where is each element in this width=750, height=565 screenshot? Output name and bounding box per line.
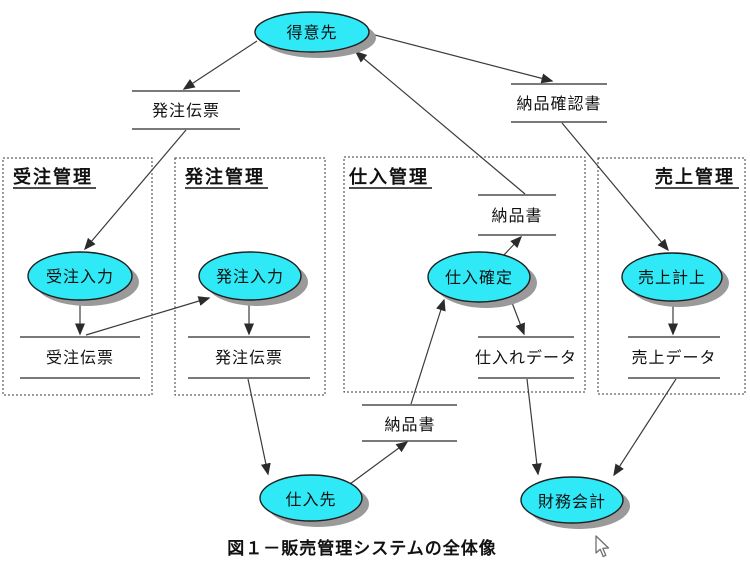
section-sales-mgmt-label: 売上管理 [655,166,735,188]
section-procurement-mgmt-border [343,156,586,393]
entity-customer-label: 得意先 [286,23,337,42]
process-purchase-order-entry: 発注入力 [198,251,308,306]
store-label: 受注伝票 [46,348,114,367]
section-order-mgmt-label: 受注管理 [13,166,93,188]
process-purchase-fix: 仕入確定 [427,251,537,308]
section-sales-mgmt: 売上管理 [597,157,746,395]
section-sales-mgmt-border [597,157,746,395]
entity-finance: 財務会計 [520,476,630,529]
store-delivery-note-lower: 納品書 [362,404,457,442]
flow-supplier-to-deliverynote [349,441,409,485]
store-delivery-note-upper: 納品書 [478,194,556,236]
store-label: 売上データ [631,348,716,367]
entity-supplier: 仕入先 [259,474,369,527]
entity-supplier-label: 仕入先 [285,490,336,509]
flow-customer-to-confirmation [370,33,554,84]
section-order-mgmt-border [2,157,153,396]
process-sales-posting-label: 売上計上 [638,268,706,287]
flow-customer-to-orderslip [182,40,258,90]
store-label: 納品書 [384,415,435,434]
entity-finance-label: 財務会計 [538,492,606,511]
flow-salesdata-to-finance [613,378,677,477]
section-procurement-mgmt: 仕入管理 [343,156,586,393]
store-label: 仕入れデータ [475,348,577,367]
store-label: 納品確認書 [516,94,601,113]
entity-supplier-ellipse [259,474,363,522]
process-purchase-order-entry-ellipse [198,251,302,301]
flow-purchasedata-to-finance [526,378,542,476]
store-sales-data: 売上データ [628,336,720,379]
process-sales-posting-ellipse [621,252,723,302]
entity-customer-ellipse [254,11,370,53]
store-order-slip-from-customer: 発注伝票 [132,90,240,130]
store-label: 納品書 [491,206,542,225]
store-label: 発注伝票 [152,101,220,120]
process-order-entry: 受注入力 [27,251,139,306]
process-order-entry-ellipse [27,251,133,301]
process-purchase-order-entry-label: 発注入力 [216,267,284,286]
section-purchase-order-mgmt-label: 発注管理 [184,166,265,188]
mouse-cursor-shape [595,535,610,558]
flow-arrows [75,33,678,485]
section-purchase-order-mgmt-border [174,157,326,396]
store-label: 発注伝票 [215,348,283,367]
mouse-cursor-icon [595,535,610,558]
section-procurement-mgmt-label: 仕入管理 [348,166,429,188]
process-purchase-fix-ellipse [427,251,531,303]
flow-orderslip-to-orderentry [84,129,187,251]
store-purchase-data: 仕入れデータ [475,336,577,379]
entity-customer: 得意先 [254,11,376,58]
store-purchase-order-slip: 発注伝票 [188,336,310,379]
store-order-slip: 受注伝票 [20,336,140,379]
figure-caption: 図１－販売管理システムの全体像 [227,538,497,559]
flow-confirmation-to-salesposting [561,122,669,252]
flow-juchuslip-to-poentry [85,296,211,336]
process-order-entry-label: 受注入力 [46,267,114,286]
entity-finance-ellipse [520,476,624,524]
section-order-mgmt: 受注管理 [2,157,153,396]
flow-uppernote-to-customer [354,51,526,195]
process-sales-posting: 売上計上 [621,252,729,307]
flow-poslip-to-supplier [247,378,271,476]
flow-purchasefix-to-uppernote [501,235,523,258]
store-delivery-confirmation: 納品確認書 [511,83,607,123]
flow-purchasefix-to-purchasedata [510,299,525,336]
flow-deliverynote-to-purchasefix [410,298,446,405]
process-purchase-fix-label: 仕入確定 [445,268,513,287]
section-purchase-order-mgmt: 発注管理 [174,157,326,396]
